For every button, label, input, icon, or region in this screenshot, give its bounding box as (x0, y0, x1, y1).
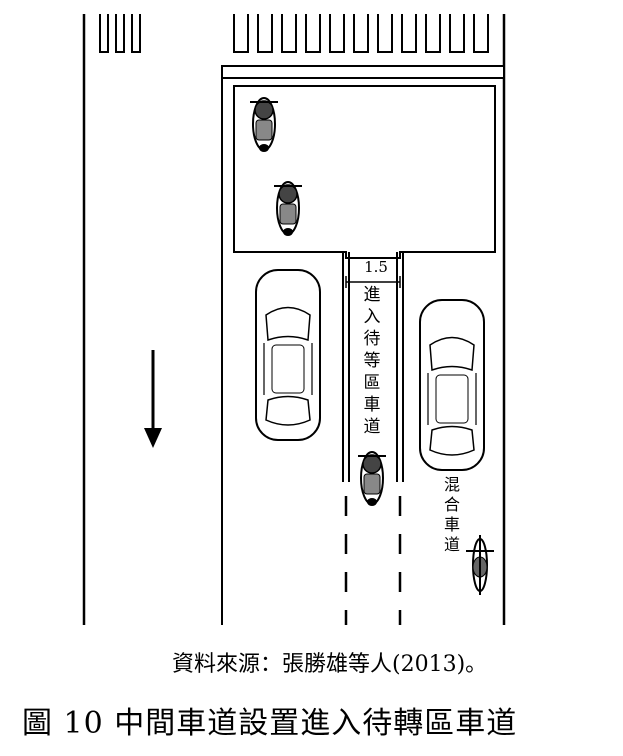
traffic-direction-arrow (144, 350, 162, 448)
lane-dashed-lines (344, 496, 402, 625)
motorcycle-in-lane (357, 451, 387, 507)
dimension-label: 1.5 (364, 258, 388, 276)
crosswalk-right (233, 14, 489, 53)
crosswalk-left (99, 14, 141, 53)
waiting-lane-label: 進入待等區車道 (364, 285, 381, 437)
bicycle (466, 535, 494, 595)
source-note: 資料來源：張勝雄等人(2013)。 (172, 652, 488, 677)
car-right (419, 299, 485, 471)
car-left (255, 269, 321, 441)
waiting-lane-lines (342, 252, 404, 482)
dimension-marker (345, 276, 401, 288)
figure-caption: 圖 10 中間車道設置進入待轉區車道 (22, 706, 518, 741)
stop-line (221, 65, 505, 79)
mixed-lane-label: 混合車道 (444, 475, 460, 554)
road-layout-diagram: 1.5 進入待等區車道 混合車道 (82, 14, 506, 625)
